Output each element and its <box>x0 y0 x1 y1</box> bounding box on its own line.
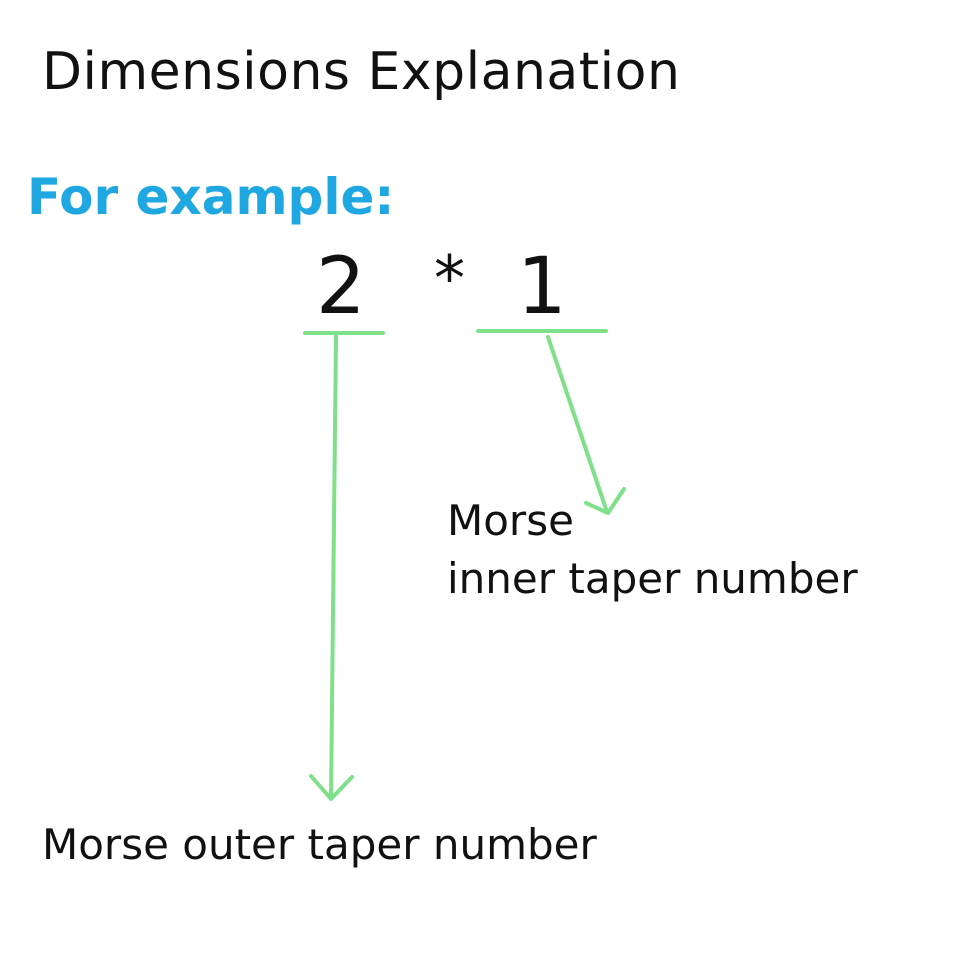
outer-connector-line <box>329 334 338 799</box>
inner-taper-value: 1 <box>517 242 567 332</box>
outer-taper-label: Morse outer taper number <box>42 820 597 869</box>
example-heading: For example: <box>27 168 395 226</box>
inner-taper-label-line1: Morse <box>447 496 574 545</box>
formula-separator: * <box>434 242 465 315</box>
page-title: Dimensions Explanation <box>42 42 681 102</box>
arrow-down-icon <box>309 774 354 801</box>
outer-taper-value: 2 <box>316 242 366 332</box>
inner-taper-label-line2: inner taper number <box>447 554 858 603</box>
inner-connector-line <box>546 335 609 514</box>
arrow-down-right-icon <box>584 487 626 515</box>
